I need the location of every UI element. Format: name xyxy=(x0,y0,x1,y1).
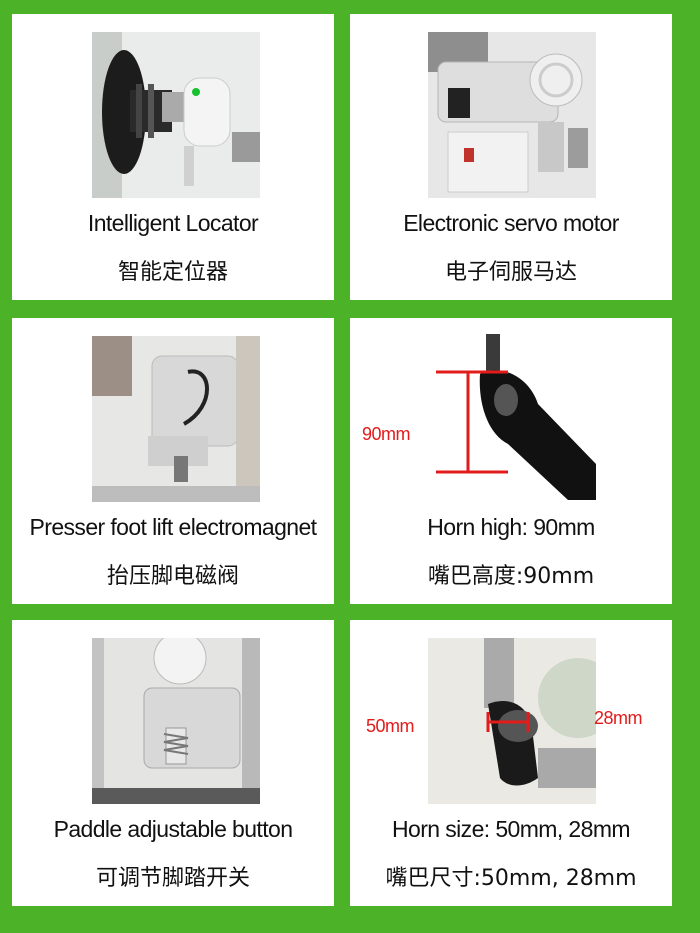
card-subtitle: 嘴巴高度:90mm xyxy=(427,564,595,589)
intelligent-locator-photo xyxy=(92,32,260,198)
paddle-button-photo xyxy=(92,638,260,804)
card-subtitle: 可调节脚踏开关 xyxy=(95,866,250,891)
presser-foot-photo xyxy=(92,336,260,502)
horn-size-photo xyxy=(428,638,596,804)
feature-card-paddle-button: Paddle adjustable button 可调节脚踏开关 xyxy=(12,620,334,906)
card-title: Horn size: 50mm, 28mm xyxy=(392,816,631,842)
card-title: Presser foot lift electromagnet xyxy=(29,514,318,540)
feature-card-servo-motor: Electronic servo motor 电子伺服马达 xyxy=(350,14,672,300)
feature-card-horn-height: 90mm Horn high: 90mm 嘴巴高度:90mm xyxy=(350,318,672,604)
feature-card-horn-size: 50mm 28mm Horn size: 50mm, 28mm 嘴巴尺寸:50m… xyxy=(350,620,672,906)
card-subtitle: 嘴巴尺寸:50mm, 28mm xyxy=(385,866,637,891)
feature-card-presser-foot: Presser foot lift electromagnet 抬压脚电磁阀 xyxy=(12,318,334,604)
horn-height-dimension-label: 90mm xyxy=(362,424,411,444)
card-title: Electronic servo motor xyxy=(403,210,619,236)
card-title: Intelligent Locator xyxy=(87,210,259,236)
feature-card-intelligent-locator: Intelligent Locator 智能定位器 xyxy=(12,14,334,300)
card-subtitle: 智能定位器 xyxy=(117,260,228,285)
horn-height-photo xyxy=(428,334,596,500)
horn-width-dimension-label: 50mm xyxy=(366,716,415,736)
servo-motor-photo xyxy=(428,32,596,198)
card-title: Paddle adjustable button xyxy=(53,816,293,842)
horn-depth-dimension-label: 28mm xyxy=(594,708,643,728)
card-subtitle: 电子伺服马达 xyxy=(444,260,577,285)
card-subtitle: 抬压脚电磁阀 xyxy=(106,564,239,589)
card-title: Horn high: 90mm xyxy=(427,514,595,540)
